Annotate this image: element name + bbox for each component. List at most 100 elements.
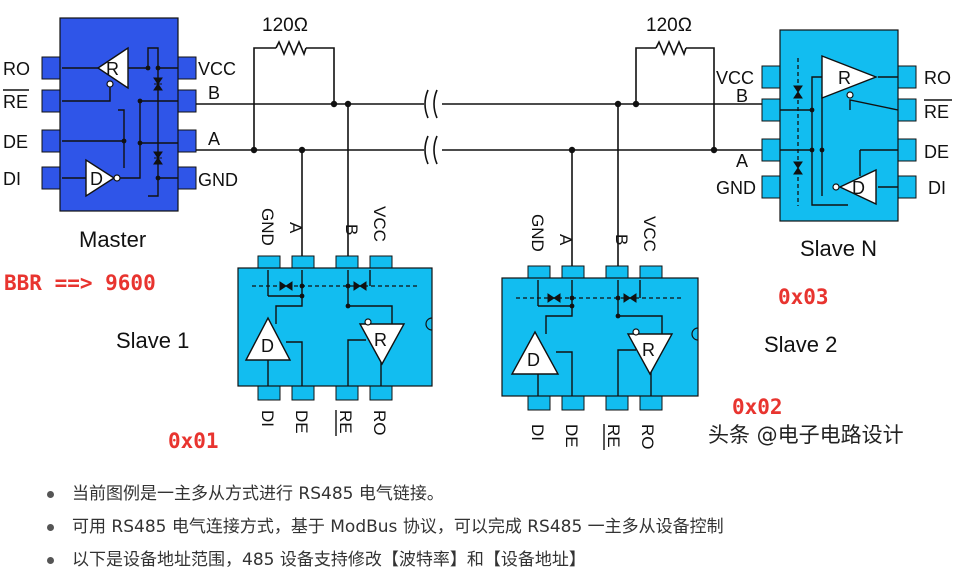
master-pin-ro: RO [3, 59, 30, 79]
right-resistor-label: 120Ω [646, 15, 692, 36]
slave2-pin-de: DE [562, 424, 581, 448]
junction-dot [632, 100, 640, 108]
slave-n-pin-ro: RO [924, 68, 951, 88]
list-item: 可用 RS485 电气连接方式，基于 ModBus 协议，可以完成 RS485 … [44, 511, 724, 544]
slave2-pin-di: DI [528, 424, 547, 441]
enable-bubble [632, 328, 640, 336]
left-resistor-wire [306, 47, 335, 104]
slave-n-driver-label: D [852, 178, 865, 198]
junction-dot [344, 100, 352, 108]
slave-n-pin-gnd: GND [716, 178, 756, 198]
slave1-address: 0x01 [168, 429, 219, 453]
master-pin-b: B [208, 83, 220, 103]
right-resistor-wire [635, 47, 656, 104]
slave1-driver-gate [244, 316, 292, 361]
master-chip: R D [41, 17, 197, 212]
slave1-pin-vcc: VCC [370, 206, 389, 242]
junction-dot [568, 146, 576, 154]
slave1-driver-label: D [261, 336, 274, 356]
slave-n-receiver-gate [821, 54, 878, 100]
slave2-receiver-label: R [642, 340, 655, 360]
slave-n-receiver-label: R [838, 68, 851, 88]
chip-pin [175, 56, 197, 80]
master-pin-vcc: VCC [198, 59, 236, 79]
slave2-chip: D R [501, 265, 699, 411]
chip-pin [761, 138, 783, 162]
list-item: 当前图例是一主多从方式进行 RS485 电气链接。 [44, 478, 724, 511]
chip-pin [175, 166, 197, 190]
notes-list: 当前图例是一主多从方式进行 RS485 电气链接。 可用 RS485 电气连接方… [44, 478, 724, 577]
master-pin-re: RE [3, 92, 28, 112]
master-pin-gnd: GND [198, 170, 238, 190]
slave-n-pin-re: RE [924, 102, 949, 122]
junction-dot [710, 146, 718, 154]
slave1-pin-a: A [286, 222, 305, 234]
chip-pin [895, 98, 917, 122]
output-bubble [846, 91, 854, 99]
slave1-pin-ro: RO [370, 410, 389, 436]
master-receiver-label: R [106, 59, 119, 79]
chip-pin [895, 138, 917, 162]
slave1-pin-b: B [342, 224, 361, 235]
slave1-chip: D R [237, 255, 433, 401]
slave2-driver-label: D [527, 350, 540, 370]
junction-dots [250, 100, 718, 154]
slave-n-pin-di: DI [928, 178, 946, 198]
left-resistor-wire [253, 47, 276, 150]
slave-n-driver-gate [838, 168, 877, 206]
list-item: 以下是设备地址范围，485 设备支持修改【波特率】和【设备地址】 [44, 544, 724, 577]
chip-pin [41, 129, 63, 153]
slave-n-pin-b: B [736, 86, 748, 106]
enable-bubble [106, 80, 114, 88]
chip-pin [761, 175, 783, 199]
junction-dot [298, 146, 306, 154]
slave-n-pin-vcc: VCC [716, 68, 754, 88]
slave-n-title: Slave N [800, 236, 877, 261]
slave-n-address: 0x03 [778, 285, 829, 309]
slave1-pin-de: DE [292, 410, 311, 434]
master-body [59, 17, 179, 212]
slave1-receiver-label: R [374, 330, 387, 350]
master-pin-a: A [208, 129, 220, 149]
slave-n-chip: R D [761, 29, 917, 222]
rs485-diagram: 120Ω 120Ω [3, 15, 952, 453]
master-pin-de: DE [3, 132, 28, 152]
chip-pin [175, 89, 197, 113]
slave-n-pin-de: DE [924, 142, 949, 162]
chip-pin [895, 65, 917, 89]
slave1-receiver-gate [358, 323, 406, 366]
slave-n-body [779, 29, 899, 222]
slave2-pin-b: B [612, 234, 631, 245]
master-driver-label: D [90, 169, 103, 189]
chip-pin [175, 129, 197, 153]
slave1-pin-re: RE [336, 410, 355, 434]
enable-bubble [832, 183, 840, 191]
master-driver-gate [85, 158, 116, 198]
left-resistor-label: 120Ω [262, 15, 308, 36]
left-resistor [275, 39, 307, 57]
slave2-pin-vcc: VCC [640, 216, 659, 252]
slave2-driver-gate [510, 330, 560, 375]
baud-rate-label: BBR ==> 9600 [4, 271, 156, 295]
junction-dot [614, 100, 622, 108]
slave1-pin-di: DI [258, 410, 277, 427]
junction-dot [250, 146, 258, 154]
right-resistor-wire [686, 47, 715, 150]
slave-n-pin-a: A [736, 151, 748, 171]
chip-pin [41, 56, 63, 80]
output-bubble [113, 174, 121, 182]
bus-lines [192, 47, 780, 268]
slave2-pin-a: A [556, 234, 575, 246]
slave2-title: Slave 2 [764, 332, 837, 357]
bus-break-mark [424, 135, 438, 165]
slave1-pin-gnd: GND [258, 208, 277, 246]
slave2-address: 0x02 [732, 395, 783, 419]
enable-bubble [364, 318, 372, 326]
right-resistor [655, 39, 687, 57]
slave1-title: Slave 1 [116, 328, 189, 353]
slave2-pin-ro: RO [638, 424, 657, 450]
master-pin-di: DI [3, 169, 21, 189]
junction-dot [330, 100, 338, 108]
master-receiver-gate [96, 46, 129, 90]
slave2-pin-gnd: GND [528, 214, 547, 252]
